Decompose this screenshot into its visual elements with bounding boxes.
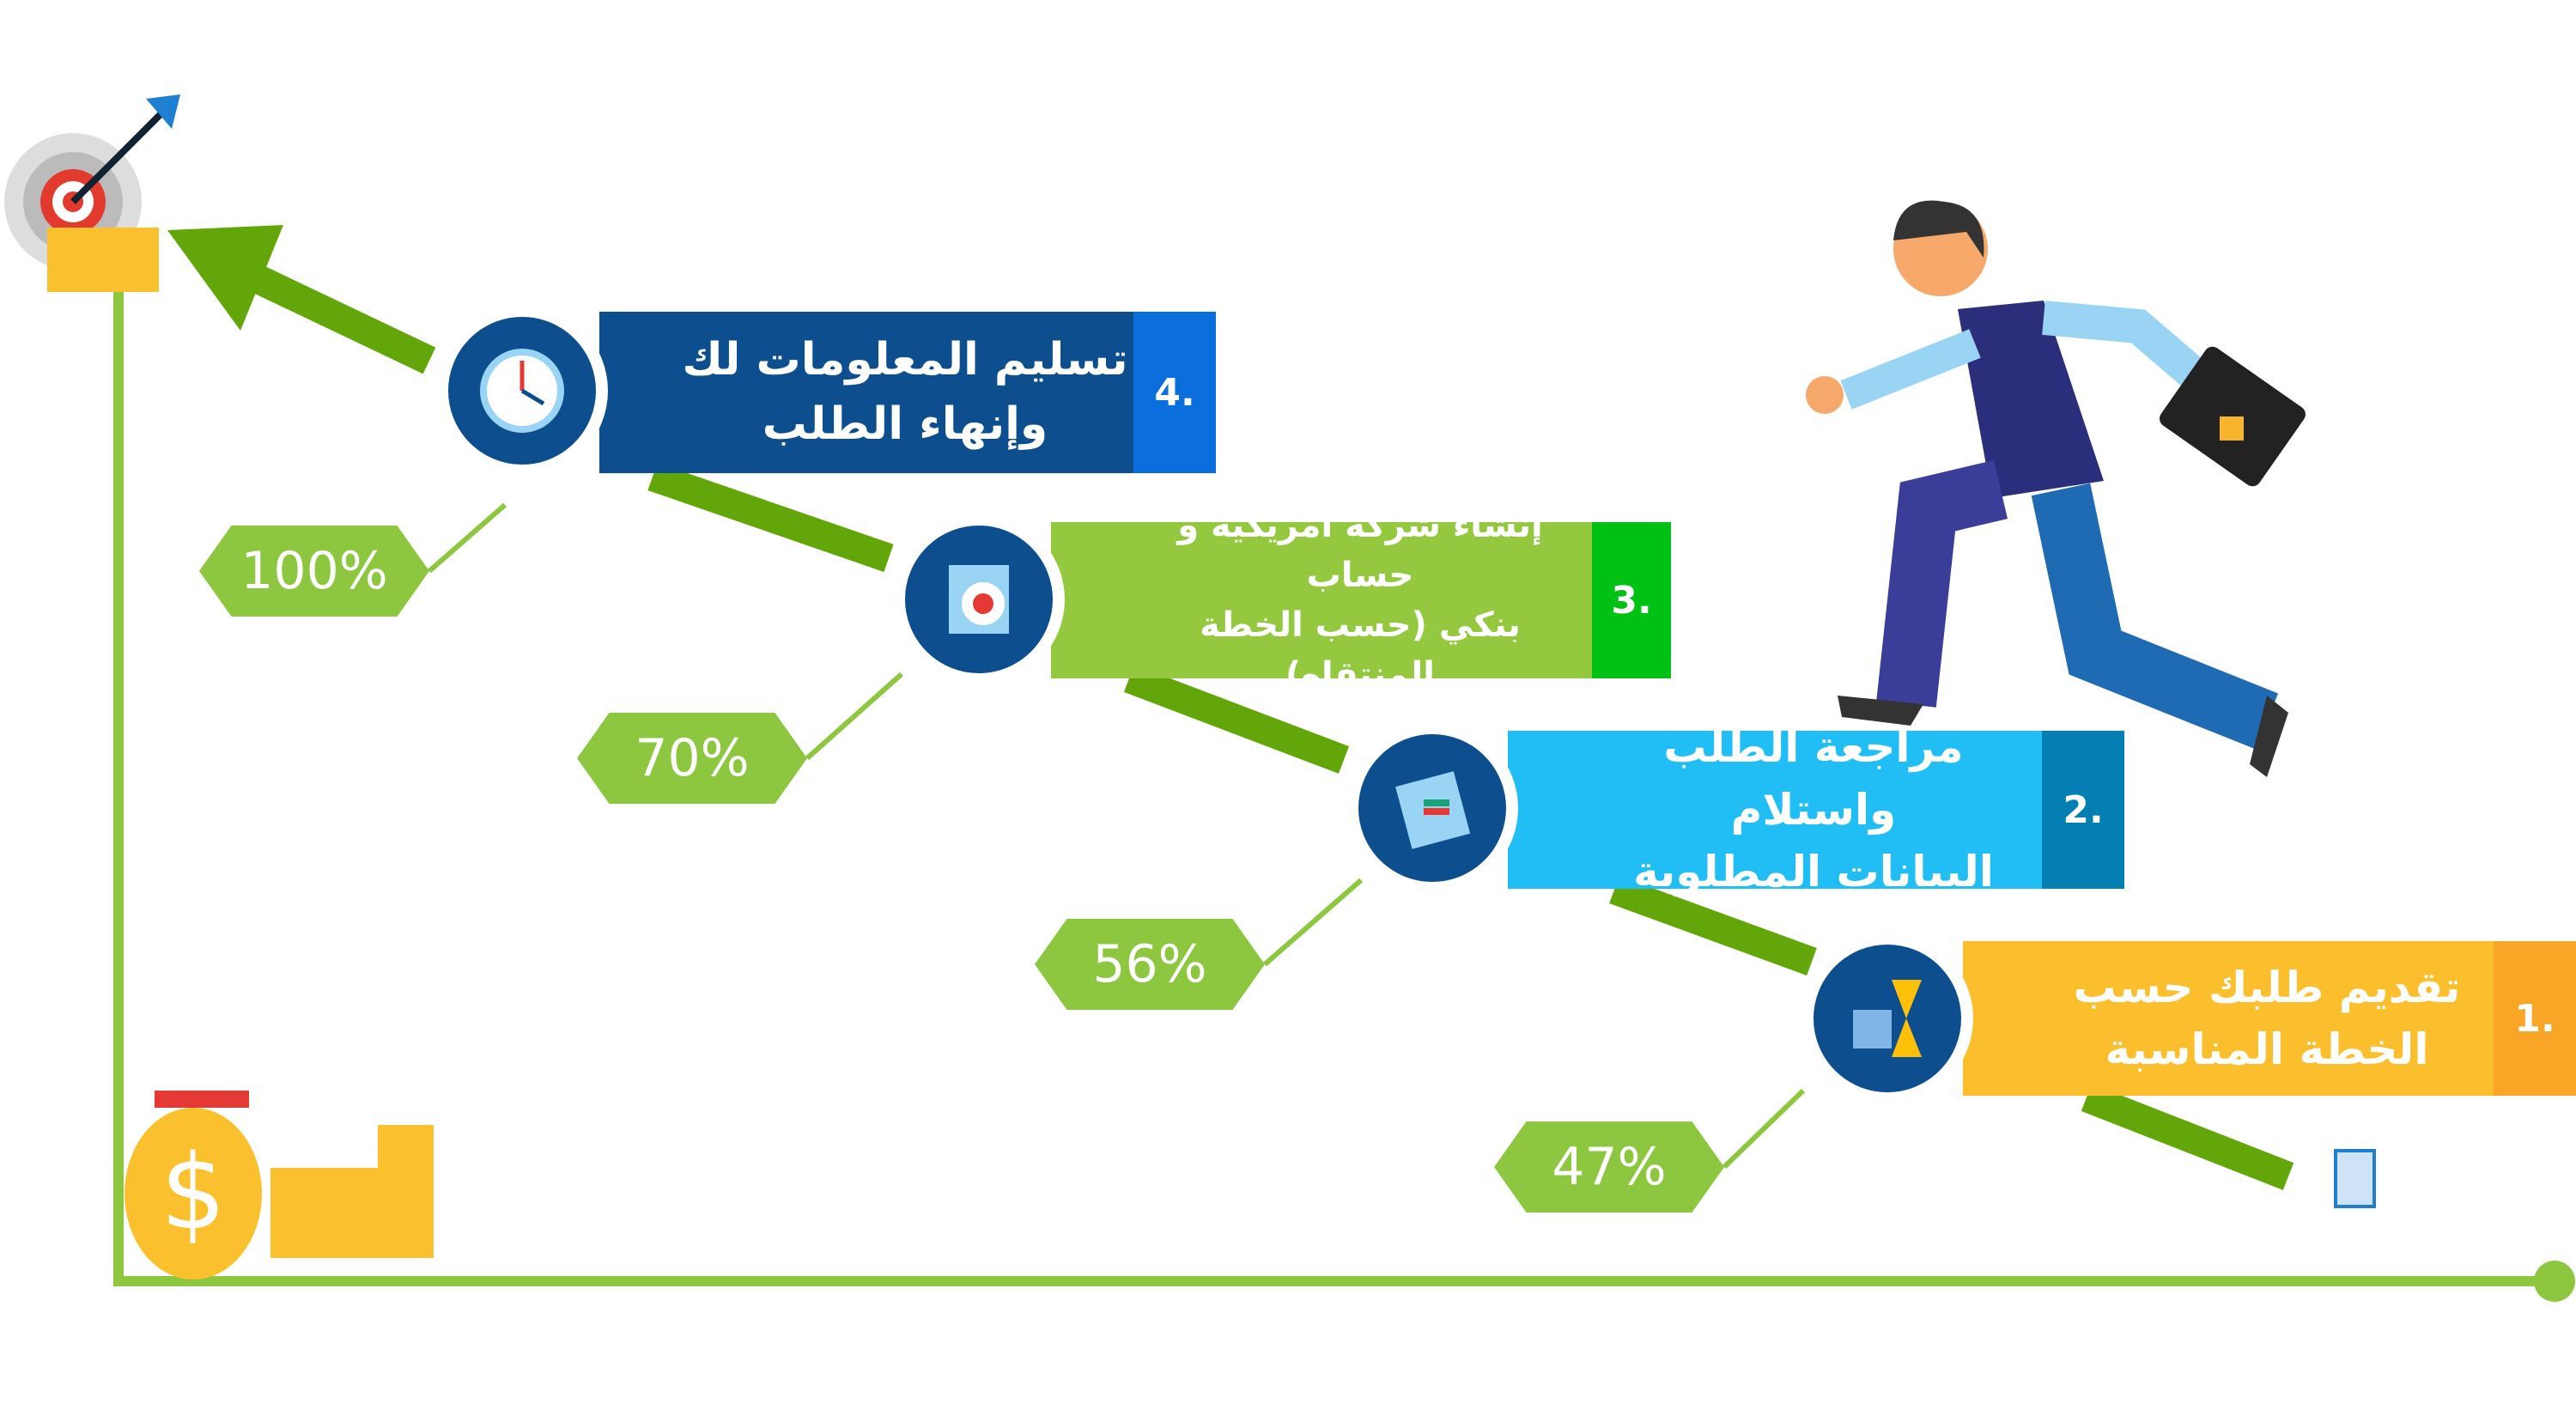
step-number: 3. — [1592, 522, 1671, 678]
step-3-banner: 3. إنشاء شركة أمريكية و حساب بنكي (حسب ا… — [1051, 506, 1671, 695]
step-title-line1: تقديم طلبك حسب — [2073, 962, 2461, 1012]
connector — [647, 462, 894, 573]
svg-text:$: $ — [161, 1134, 226, 1253]
target-board-icon — [893, 514, 1065, 685]
calendar-icon — [1346, 722, 1518, 894]
axis-end-dot — [2534, 1261, 2575, 1302]
step-2-banner: 2. مراجعة الطلب واستلام البيانات المطلوب… — [1508, 722, 2124, 896]
businessman-illustration — [1806, 200, 2306, 777]
connector — [2081, 1084, 2294, 1190]
connector — [1609, 876, 1817, 976]
target-icon — [4, 94, 180, 292]
step-title-line2: الخطة المناسبة — [2105, 1024, 2429, 1074]
step-title-line1: مراجعة الطلب واستلام — [1663, 722, 1964, 835]
percent-badge-step-3: 70% — [577, 713, 807, 804]
connector — [1123, 665, 1350, 774]
arrow-head-icon — [167, 225, 283, 331]
step-number: 4. — [1133, 312, 1216, 473]
report-icon — [2334, 1149, 2376, 1208]
percent-badge-step-1: 47% — [1494, 1121, 1724, 1213]
step-4-banner: 4. تسليم المعلومات لك وإنهاء الطلب — [599, 312, 1216, 473]
percent-badge-step-2: 56% — [1035, 919, 1265, 1010]
connector — [242, 261, 436, 374]
step-title-line2: البيانات المطلوبة — [1633, 847, 1994, 897]
step-title-line2: وإنهاء الطلب — [762, 398, 1048, 450]
step-title-line2: بنكي (حسب الخطة المنتقاه) — [1200, 605, 1521, 695]
step-1-banner: 1. تقديم طلبك حسب الخطة المناسبة — [1963, 941, 2576, 1096]
hourglass-files-icon — [1801, 933, 1973, 1104]
step-title-line1: تسليم المعلومات لك — [682, 333, 1128, 386]
step-number: 2. — [2042, 731, 2124, 889]
money-bag-icon: $ — [125, 1091, 434, 1279]
step-number: 1. — [2494, 941, 2576, 1096]
clock-gear-icon — [436, 305, 608, 477]
step-title-line1: إنشاء شركة أمريكية و حساب — [1177, 506, 1543, 595]
percent-badge-step-4: 100% — [199, 526, 429, 617]
